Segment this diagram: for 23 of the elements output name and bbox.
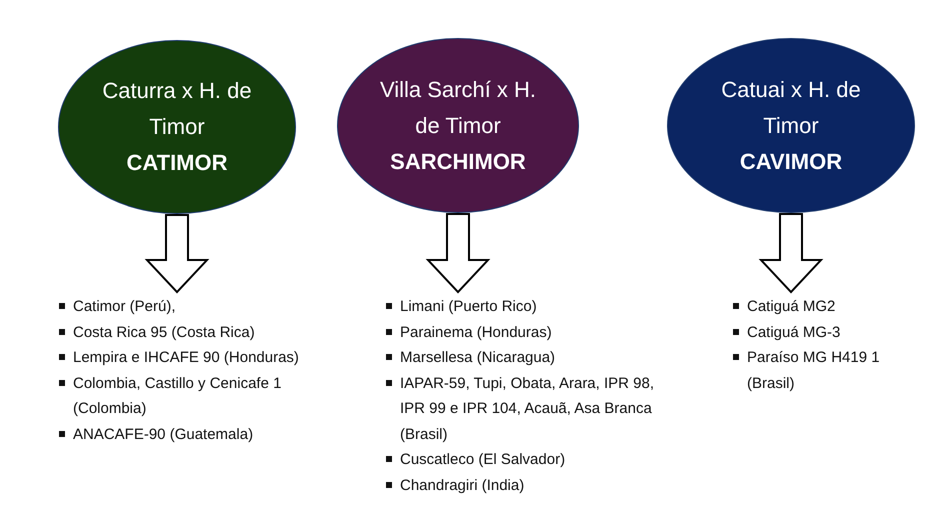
cross-label: Catuai x H. de Timor bbox=[720, 76, 862, 140]
group-name: CAVIMOR bbox=[740, 148, 842, 176]
group-name: SARCHIMOR bbox=[390, 148, 526, 176]
list-item: Paraíso MG H419 1 (Brasil) bbox=[733, 345, 923, 396]
cross-label: Villa Sarchí x H. de Timor bbox=[378, 76, 538, 140]
list-item: Costa Rica 95 (Costa Rica) bbox=[59, 320, 304, 345]
list-item: Catiguá MG2 bbox=[733, 294, 923, 320]
list-item: Marsellesa (Nicaragua) bbox=[386, 345, 671, 370]
block-arrow bbox=[426, 213, 490, 294]
list-item: IAPAR-59, Tupi, Obata, Arara, IPR 98, IPR 99 e IPR 104, Acauã, Asa Branca (Brasil) bbox=[386, 370, 671, 447]
list-item: Cuscatleco (El Salvador) bbox=[386, 447, 671, 472]
list-item: Colombia, Castillo y Cenicafe 1 (Colombia) bbox=[59, 370, 304, 422]
list-item: Catimor (Perú), bbox=[59, 294, 304, 320]
list-item: Chandragiri (India) bbox=[386, 472, 671, 498]
list-item: Limani (Puerto Rico) bbox=[386, 294, 671, 320]
cross-label: Caturra x H. de Timor bbox=[101, 77, 253, 141]
group-name: CATIMOR bbox=[126, 149, 228, 177]
block-arrow bbox=[758, 213, 824, 294]
list-item: Parainema (Honduras) bbox=[386, 320, 671, 345]
block-arrow bbox=[144, 214, 210, 294]
list-item: Lempira e IHCAFE 90 (Honduras) bbox=[59, 345, 304, 370]
list-item: Catiguá MG-3 bbox=[733, 320, 923, 345]
list-item: ANACAFE-90 (Guatemala) bbox=[59, 422, 304, 447]
